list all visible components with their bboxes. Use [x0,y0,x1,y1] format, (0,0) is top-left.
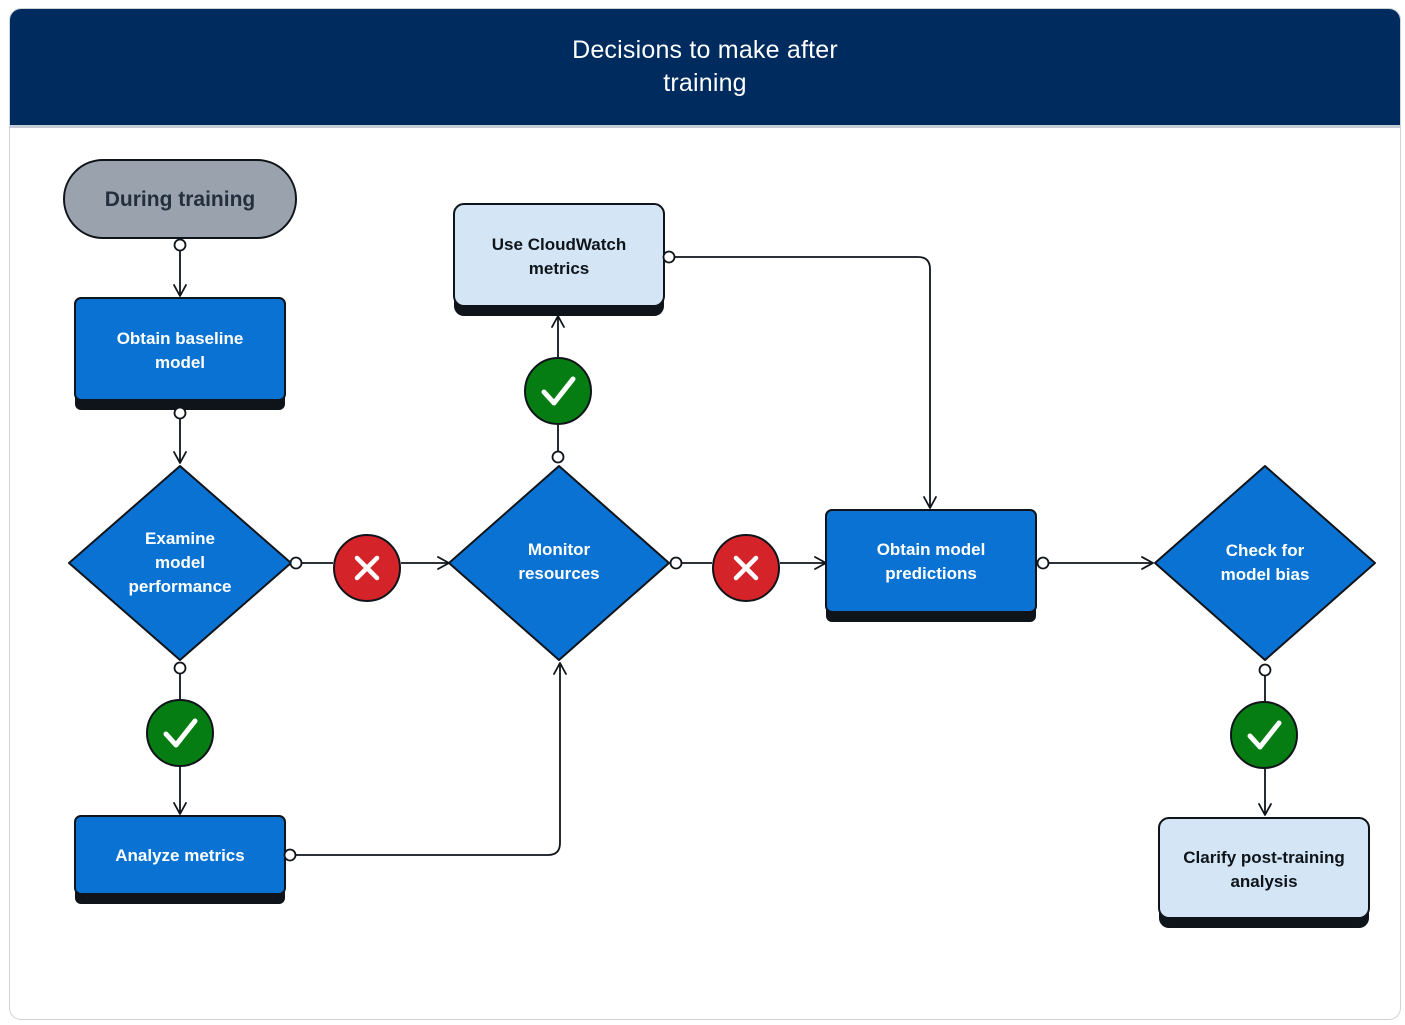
diagram-title: Decisions to make after training [572,36,838,97]
check-icon [163,718,198,748]
port-examine-right [289,556,303,570]
port-during-bottom [173,238,187,252]
node-examine-model-performance: Examine model performance [68,465,292,661]
node-check-model-bias: Check for model bias [1154,465,1376,661]
port-monitor-right [669,556,683,570]
node-cloudwatch-label-2: metrics [529,259,589,278]
check-icon [1247,720,1282,750]
node-predictions-label-2: predictions [885,564,977,583]
connector-cloudwatch-to-predictions [669,256,937,509]
check-icon [541,376,576,406]
no-badge-monitor [712,534,780,602]
node-clarify-label-1: Clarify post-training [1183,848,1345,867]
port-cloudwatch-right [662,250,676,264]
port-bias-bottom [1258,663,1272,677]
node-monitor-label-2: resources [518,564,599,583]
yes-badge-monitor [524,357,592,425]
port-analyze-right [283,848,297,862]
x-icon [733,555,759,581]
yes-badge-examine [146,699,214,767]
node-use-cloudwatch-metrics: Use CloudWatch metrics [453,203,665,316]
node-examine-label-1: Examine [145,529,215,548]
node-obtain-baseline-label-1: Obtain baseline [117,329,244,348]
node-during-training-label: During training [105,188,256,211]
node-bias-label-1: Check for [1226,541,1305,560]
connector-ports [173,238,1272,862]
no-badge-examine [333,534,401,602]
yes-badge-bias [1230,701,1298,769]
port-baseline-bottom [173,406,187,420]
node-clarify-label-2: analysis [1230,872,1297,891]
node-monitor-resources: Monitor resources [448,465,670,661]
node-obtain-model-predictions: Obtain model predictions [825,509,1037,622]
node-examine-label-3: performance [129,577,232,596]
port-examine-bottom [173,661,187,675]
node-clarify-post-training-analysis: Clarify post-training analysis [1158,817,1370,928]
node-monitor-label-1: Monitor [528,540,591,559]
x-icon [354,555,380,581]
node-during-training: During training [63,159,297,239]
node-predictions-label-1: Obtain model [877,540,986,559]
port-monitor-top [551,450,565,464]
node-analyze-metrics: Analyze metrics [74,815,286,904]
node-obtain-baseline-label-2: model [155,353,205,372]
node-cloudwatch-label-1: Use CloudWatch [492,235,626,254]
connector-analyze-to-monitor [290,662,567,856]
node-analyze-metrics-label: Analyze metrics [115,846,244,865]
port-predictions-right [1036,556,1050,570]
title-banner: Decisions to make after training [10,9,1400,128]
node-bias-label-2: model bias [1221,565,1310,584]
node-obtain-baseline-model: Obtain baseline model [74,297,286,410]
node-examine-label-2: model [155,553,205,572]
